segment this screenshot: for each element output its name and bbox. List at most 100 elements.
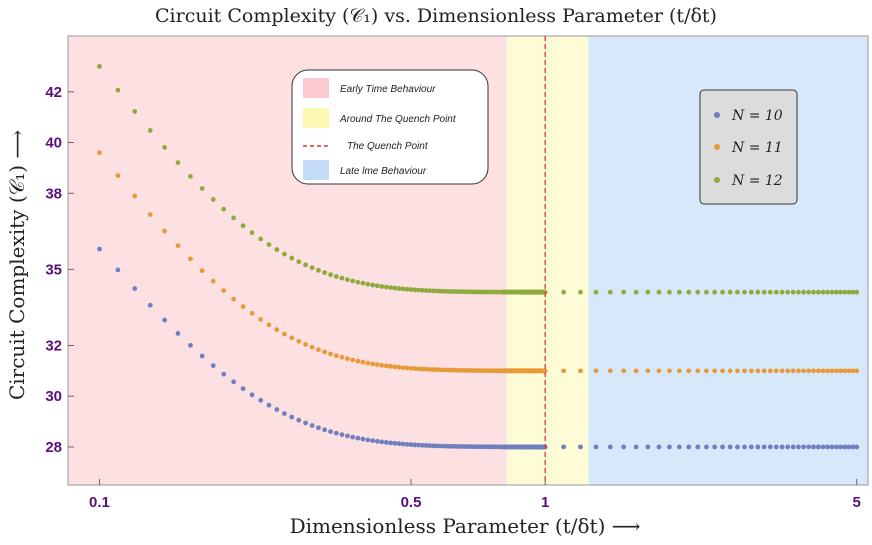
point-s0-29 xyxy=(360,436,366,442)
point-s2-34 xyxy=(383,284,389,290)
series-legend-label-n10: N = 10 xyxy=(731,108,783,124)
point-s2-16 xyxy=(282,251,287,257)
point-s1-151 xyxy=(578,368,583,374)
legend-swatch-around xyxy=(303,108,329,128)
point-s0-39 xyxy=(404,441,410,447)
point-s2-189 xyxy=(854,289,860,295)
point-s2-157 xyxy=(656,289,662,295)
point-s2-185 xyxy=(838,289,843,295)
point-s0-26 xyxy=(345,433,350,439)
series-legend-marker-n11 xyxy=(714,144,720,150)
point-s1-19 xyxy=(303,342,308,347)
point-s2-162 xyxy=(704,289,709,295)
point-s1-35 xyxy=(388,363,394,369)
region-1 xyxy=(506,36,589,485)
point-s0-168 xyxy=(748,444,754,450)
point-s1-157 xyxy=(656,368,662,374)
point-s1-47 xyxy=(433,367,439,373)
point-s1-36 xyxy=(392,364,398,370)
point-s2-173 xyxy=(779,289,785,295)
point-s2-166 xyxy=(735,289,740,295)
point-s1-150 xyxy=(561,368,567,374)
point-s1-176 xyxy=(796,368,801,374)
point-s2-165 xyxy=(727,289,733,295)
point-s0-183 xyxy=(829,444,835,450)
point-s2-6 xyxy=(188,173,193,179)
point-s1-175 xyxy=(790,368,796,374)
point-s0-5 xyxy=(175,331,181,336)
point-s2-8 xyxy=(210,196,216,202)
point-s0-35 xyxy=(388,440,394,446)
point-s1-34 xyxy=(383,363,389,369)
point-s1-166 xyxy=(735,368,740,374)
point-s2-41 xyxy=(412,287,418,293)
point-s0-16 xyxy=(282,411,287,416)
point-s2-187 xyxy=(846,289,852,295)
point-s2-46 xyxy=(430,288,436,294)
point-s0-181 xyxy=(820,444,826,450)
point-s1-179 xyxy=(811,368,816,374)
point-s0-32 xyxy=(374,438,380,444)
point-s0-180 xyxy=(815,444,821,450)
point-s1-25 xyxy=(339,354,345,360)
point-s1-21 xyxy=(316,347,321,353)
point-s0-162 xyxy=(704,444,709,450)
point-s2-44 xyxy=(423,288,429,293)
point-s1-154 xyxy=(621,368,627,374)
legend-label-around: Around The Quench Point xyxy=(339,114,457,125)
point-s2-22 xyxy=(322,270,328,276)
point-s1-8 xyxy=(210,278,216,284)
point-s1-162 xyxy=(704,368,709,374)
point-s1-189 xyxy=(854,368,860,374)
point-s2-35 xyxy=(388,285,394,290)
chart-title: Circuit Complexity (𝒞₁) vs. Dimensionles… xyxy=(155,5,717,27)
point-s0-47 xyxy=(433,443,439,449)
point-s1-28 xyxy=(355,358,361,364)
point-s0-154 xyxy=(621,444,627,450)
point-s1-187 xyxy=(846,368,852,374)
point-s2-178 xyxy=(806,289,812,295)
point-s1-40 xyxy=(408,365,414,371)
point-s0-167 xyxy=(742,444,747,450)
point-s2-42 xyxy=(416,287,421,293)
point-s1-155 xyxy=(633,368,639,374)
point-s1-149 xyxy=(542,368,548,374)
point-s0-153 xyxy=(607,444,613,450)
point-s0-160 xyxy=(686,444,692,450)
point-s1-180 xyxy=(815,368,821,374)
point-s2-1 xyxy=(115,87,121,93)
point-s0-182 xyxy=(825,444,830,450)
x-axis-label: Dimensionless Parameter (t/δt) ⟶ xyxy=(290,514,641,538)
point-s0-7 xyxy=(199,353,205,359)
point-s1-170 xyxy=(761,368,767,374)
point-s2-36 xyxy=(392,285,398,291)
point-s2-43 xyxy=(419,287,425,293)
point-s0-28 xyxy=(355,435,361,441)
point-s1-182 xyxy=(825,368,830,374)
point-s1-11 xyxy=(240,304,246,309)
point-s0-3 xyxy=(147,302,153,308)
point-s1-31 xyxy=(370,361,375,367)
point-s1-10 xyxy=(231,296,237,302)
point-s1-18 xyxy=(296,338,302,344)
point-s2-27 xyxy=(350,278,356,284)
point-s0-23 xyxy=(328,429,333,434)
point-s0-150 xyxy=(561,444,567,450)
point-s0-14 xyxy=(266,402,272,408)
plot-frame xyxy=(67,35,869,486)
point-s0-186 xyxy=(842,444,848,450)
point-s1-185 xyxy=(838,368,843,374)
point-s2-7 xyxy=(199,186,205,191)
point-s0-158 xyxy=(667,444,672,450)
point-s0-37 xyxy=(396,441,402,447)
point-s2-40 xyxy=(408,287,414,292)
point-s2-38 xyxy=(400,286,406,292)
point-s1-164 xyxy=(720,368,725,374)
point-s2-47 xyxy=(433,288,439,294)
point-s0-18 xyxy=(296,417,302,423)
point-s1-160 xyxy=(686,368,692,374)
point-s1-173 xyxy=(779,368,785,374)
point-s0-22 xyxy=(322,427,328,433)
point-s0-17 xyxy=(289,414,295,420)
point-s1-6 xyxy=(188,256,193,262)
